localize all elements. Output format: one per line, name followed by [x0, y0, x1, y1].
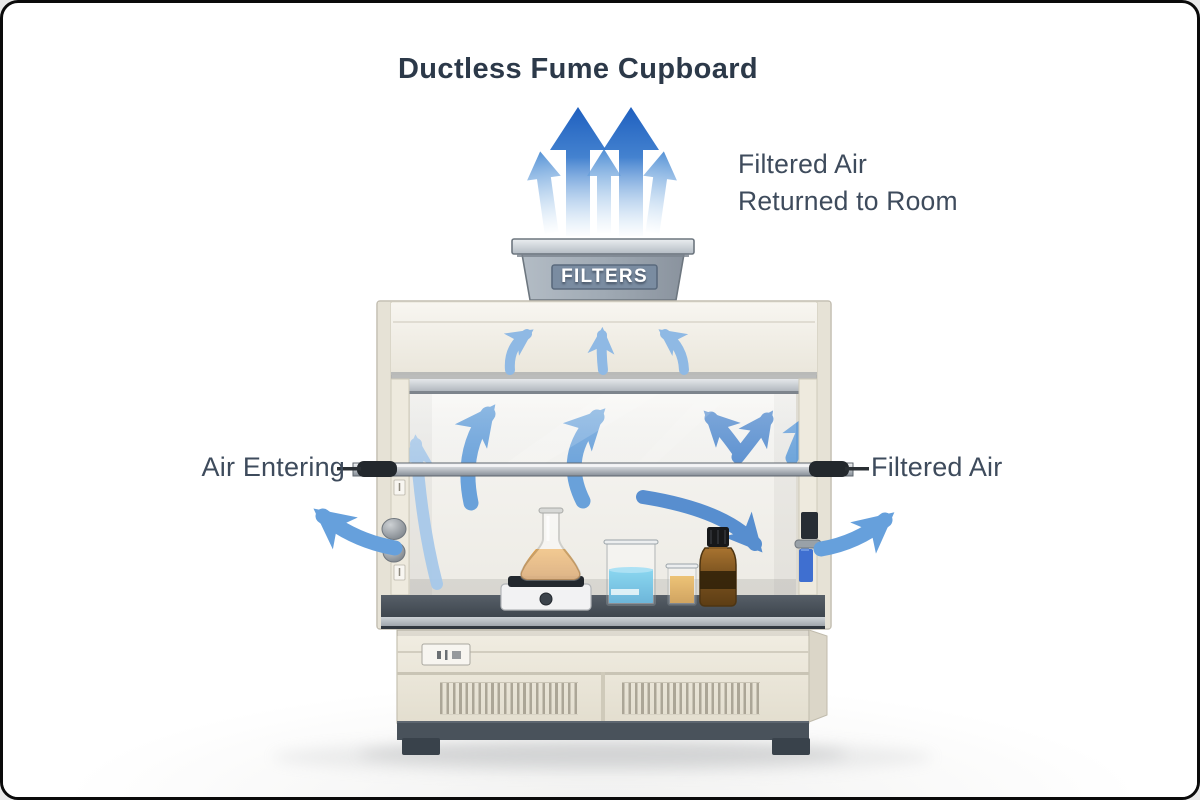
exhaust-arrow-small-left	[527, 151, 561, 234]
spray-bottle	[799, 549, 813, 582]
small-beaker-glass	[667, 566, 697, 606]
cabinet-divider	[601, 672, 605, 723]
air-entering-connector-line	[337, 467, 361, 471]
reagent-bottle	[699, 527, 737, 607]
filter-box-lid-shadow	[517, 253, 689, 257]
beaker-small	[665, 563, 699, 606]
filter-box-lid	[511, 238, 695, 255]
hot-plate-knob	[539, 592, 553, 606]
control-knob-upper	[381, 518, 407, 540]
foot-left	[402, 738, 440, 755]
diagram-title: Ductless Fume Cupboard	[397, 53, 759, 85]
beaker-liquid-amber	[670, 576, 694, 603]
vent-panel-left	[440, 682, 578, 715]
worktop	[381, 595, 825, 629]
exhaust-arrows	[527, 107, 677, 236]
header-shadow-line	[391, 372, 817, 379]
exhaust-arrow-small-center	[587, 149, 621, 233]
erlenmeyer-flask	[519, 507, 582, 581]
right-pillar	[794, 378, 822, 596]
ground-shadow	[273, 740, 933, 774]
fume-cupboard-illustration	[273, 107, 933, 774]
filter-unit	[511, 238, 695, 301]
sash-rail	[337, 461, 869, 477]
hood-interior	[401, 394, 816, 595]
sash-top-rail	[391, 379, 817, 394]
interior-base-shadow	[410, 579, 796, 595]
filtered-air-connector-line	[845, 467, 869, 471]
beaker-glass	[606, 542, 656, 606]
flask-liquid	[520, 549, 581, 580]
control-display	[801, 512, 818, 539]
exhaust-arrow-large-left	[550, 107, 606, 236]
cabinet-side-panel	[808, 629, 828, 723]
beaker-large	[603, 539, 659, 606]
foot-right	[772, 738, 810, 755]
bottle-label-band	[700, 571, 736, 589]
air-entering-label: Air Entering	[201, 452, 345, 482]
rail-end-cap-right	[809, 461, 849, 477]
air-entering-arrow	[313, 508, 403, 556]
exhaust-annotation: Filtered Air Returned to Room	[738, 146, 958, 220]
exhaust-annotation-line1: Filtered Air	[738, 149, 868, 179]
hot-plate	[500, 576, 592, 611]
filters-name-plate	[551, 264, 658, 290]
filters-plate-label: FILTERS	[561, 266, 648, 287]
filtered-air-label: Filtered Air	[871, 452, 1003, 482]
sash-glass	[410, 394, 796, 464]
exhaust-annotation-line2: Returned to Room	[738, 186, 958, 216]
filtered-air-arrow	[813, 512, 895, 557]
vent-panel-right	[622, 682, 760, 715]
exhaust-arrow-large-right	[603, 107, 659, 236]
header-airflow-arrows	[503, 326, 689, 375]
airflow-arrow-right-down	[636, 490, 763, 553]
rail-end-cap-left	[357, 461, 397, 477]
plinth	[397, 721, 809, 740]
flask-glass	[519, 510, 582, 581]
exhaust-arrow-small-right	[643, 151, 677, 234]
